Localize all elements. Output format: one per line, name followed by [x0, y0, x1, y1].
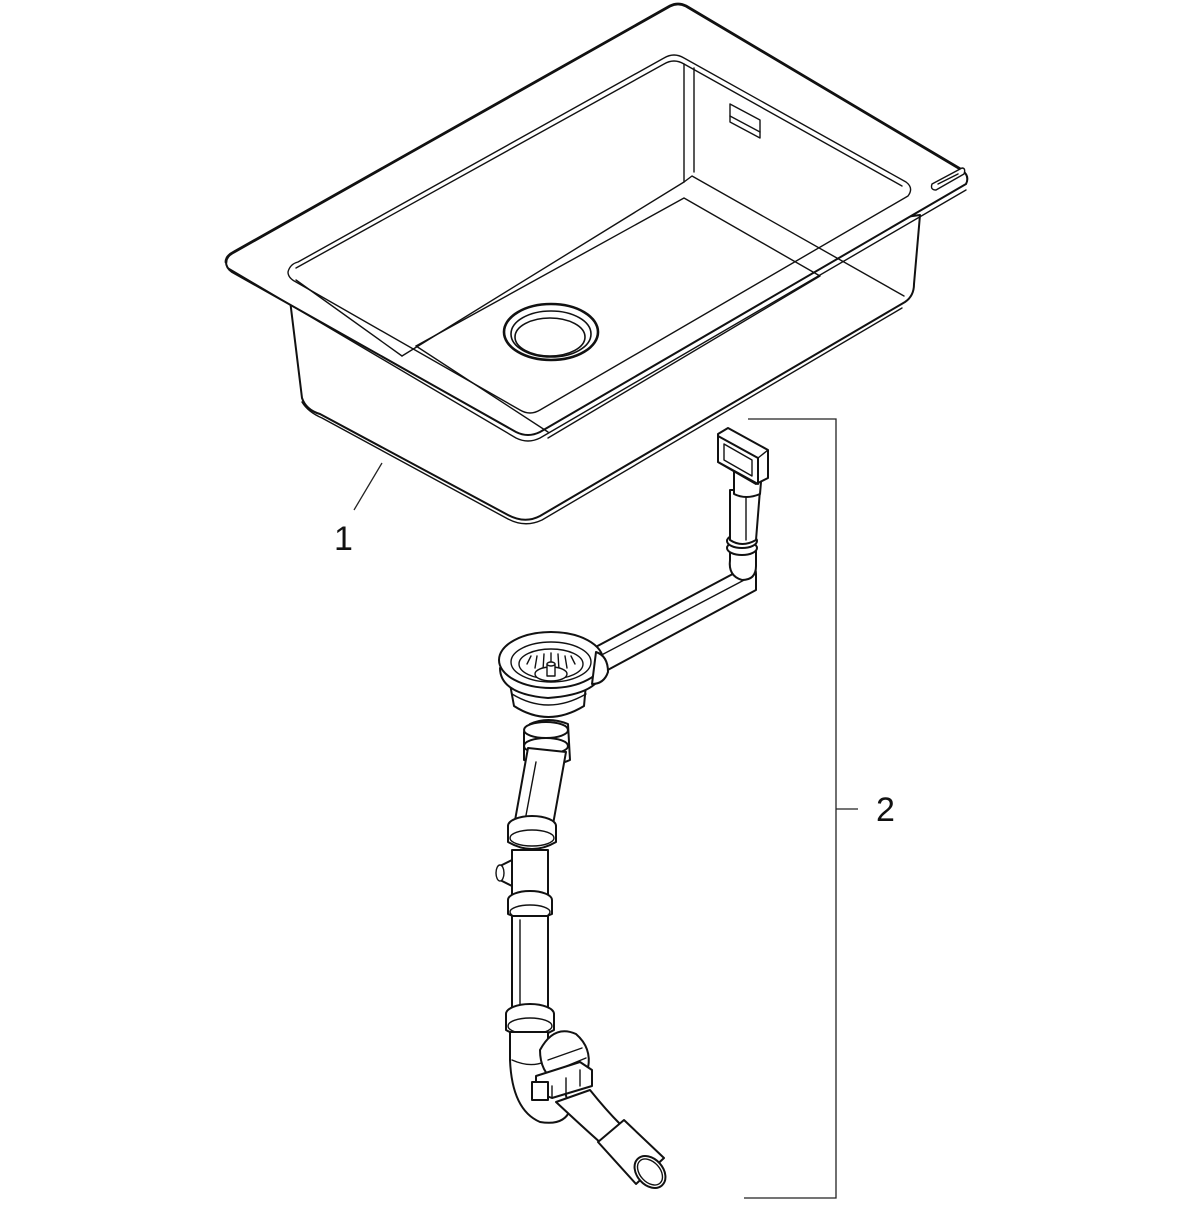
part-1-leader-line — [353, 462, 383, 511]
overflow-hose — [589, 565, 757, 673]
overflow-riser — [726, 469, 763, 581]
overflow-slot — [729, 103, 761, 139]
union-nut-1 — [507, 815, 557, 850]
bowl-floor — [415, 197, 821, 439]
tail-pipe-upper — [513, 719, 571, 831]
outlet-pipe — [555, 1089, 667, 1189]
sink-basin — [224, 2, 969, 525]
tee-connector — [495, 849, 553, 920]
drain-assembly — [495, 427, 769, 1189]
part-2-bracket — [744, 418, 837, 1199]
strainer-drain-fitting — [498, 631, 609, 718]
tail-pipe-lower — [511, 915, 549, 1013]
overflow-cover-icon — [717, 427, 769, 485]
brand-badge-icon — [930, 167, 966, 191]
sink-drain-hole — [502, 302, 600, 362]
part-2-label: 2 — [876, 791, 895, 829]
part-1-label: 1 — [334, 520, 353, 558]
p-trap — [509, 1030, 593, 1124]
